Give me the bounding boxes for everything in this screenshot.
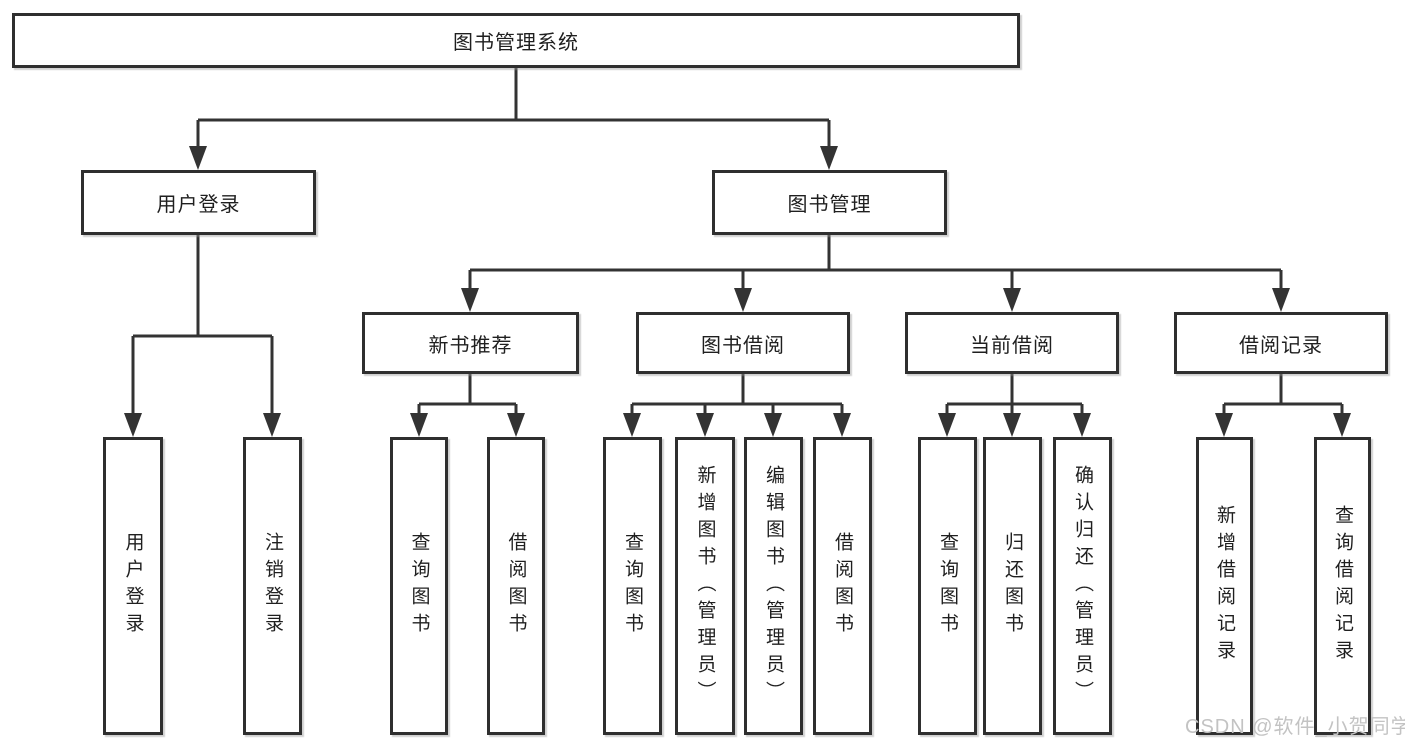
connector-user-login-children: [124, 235, 281, 437]
leaf-confirm-return-admin: 确认归还（管理员）: [1053, 437, 1112, 735]
node-label: 图书管理: [787, 194, 872, 216]
node-label: 借阅记录: [1239, 334, 1323, 357]
node-library-management-system: 图书管理系统: [12, 13, 1020, 68]
connector-borrow-records-children: [1215, 374, 1351, 437]
node-label: 归还图书: [1002, 532, 1023, 640]
leaf-edit-books-admin: 编辑图书（管理员）: [744, 437, 803, 735]
connector-book-management-children: [461, 235, 1290, 312]
node-label: 图书借阅: [701, 334, 785, 357]
node-label: 新增借阅记录: [1214, 505, 1235, 667]
node-label: 编辑图书（管理员）: [763, 464, 784, 708]
node-new-book-recommendation: 新书推荐: [362, 312, 579, 374]
leaf-add-books-admin: 新增图书（管理员）: [675, 437, 735, 735]
leaf-borrow-books-borrowing: 借阅图书: [813, 437, 872, 735]
node-current-borrowing: 当前借阅: [905, 312, 1119, 374]
node-label: 用户登录: [156, 194, 241, 216]
leaf-query-books-current: 查询图书: [918, 437, 977, 735]
leaf-query-books-recommend: 查询图书: [390, 437, 448, 735]
leaf-user-login: 用户登录: [103, 437, 163, 735]
connector-root-to-level2: [189, 68, 838, 170]
node-label: 查询图书: [622, 532, 643, 640]
node-label: 查询借阅记录: [1332, 505, 1353, 667]
connector-book-borrowing-children: [623, 374, 851, 437]
node-label: 新书推荐: [428, 334, 513, 357]
node-borrow-records: 借阅记录: [1174, 312, 1388, 374]
node-book-management: 图书管理: [712, 170, 947, 235]
connector-new-book-children: [410, 374, 525, 437]
node-user-login: 用户登录: [81, 170, 316, 235]
node-label: 借阅图书: [505, 532, 527, 640]
leaf-logout: 注销登录: [243, 437, 302, 735]
node-label: 查询图书: [937, 532, 958, 640]
node-book-borrowing: 图书借阅: [636, 312, 850, 374]
node-label: 借阅图书: [832, 532, 853, 640]
node-label: 查询图书: [408, 532, 430, 640]
leaf-borrow-books-recommend: 借阅图书: [487, 437, 545, 735]
leaf-return-books: 归还图书: [983, 437, 1042, 735]
watermark: CSDN @软件_小贺同学: [1185, 716, 1405, 738]
node-label: 当前借阅: [970, 334, 1054, 357]
connector-current-borrowing-children: [938, 374, 1091, 437]
node-label: 确认归还（管理员）: [1072, 464, 1093, 708]
node-label: 注销登录: [262, 532, 283, 640]
leaf-query-books-borrowing: 查询图书: [603, 437, 662, 735]
leaf-add-borrow-record: 新增借阅记录: [1196, 437, 1253, 735]
leaf-query-borrow-record: 查询借阅记录: [1314, 437, 1371, 735]
node-label: 新增图书（管理员）: [694, 464, 716, 708]
node-label: 图书管理系统: [453, 32, 579, 54]
node-label: 用户登录: [122, 532, 144, 640]
